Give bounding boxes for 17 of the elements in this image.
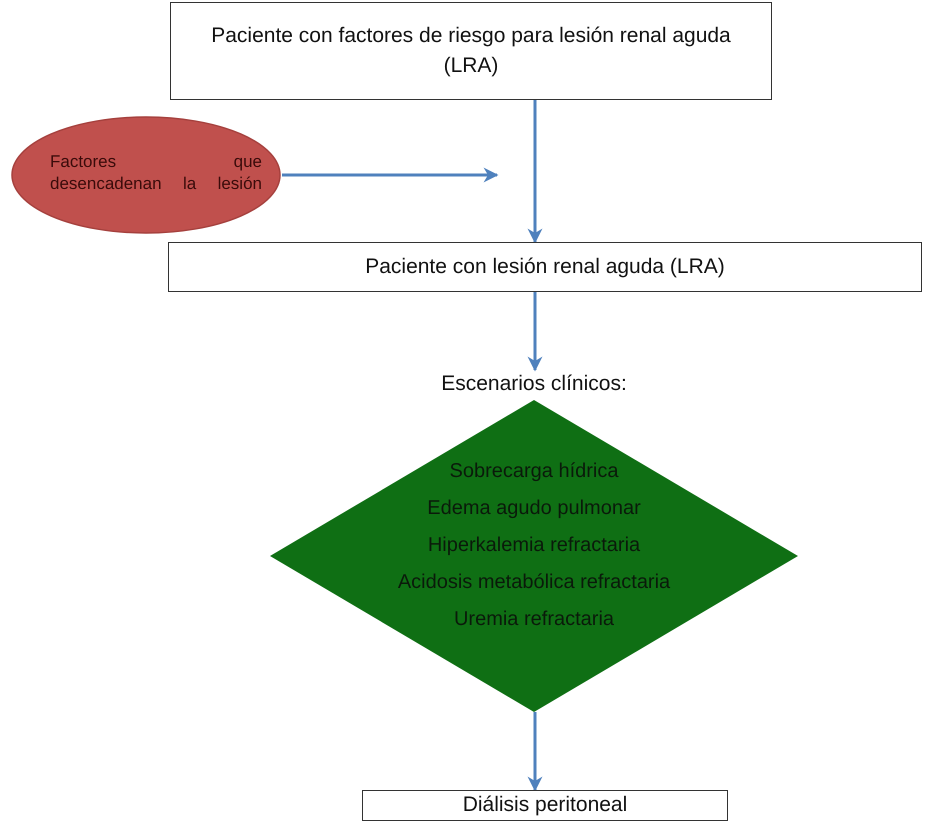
list-item: Uremia refractaria — [454, 608, 614, 630]
box-text: Paciente con factores de riesgo para lesión renal aguda (LRA) — [210, 22, 732, 79]
list-item: Acidosis metabólica refractaria — [398, 571, 670, 593]
box-text: Diálisis peritoneal — [462, 792, 628, 818]
diamond-heading: Escenarios clínicos: — [441, 372, 627, 395]
arrow — [528, 292, 542, 372]
process-box — [362, 790, 728, 821]
list-item: Hiperkalemia refractaria — [428, 534, 640, 556]
arrow — [528, 712, 542, 792]
arrow — [528, 100, 542, 244]
box-text: Paciente con lesión renal aguda (LRA) — [365, 254, 725, 280]
ellipse-text: Factores que desencadenan la lesión — [50, 151, 262, 196]
list-item: Sobrecarga hídrica — [450, 460, 618, 482]
arrow — [282, 168, 498, 182]
process-box — [168, 242, 922, 292]
process-box — [170, 2, 772, 100]
list-item: Edema agudo pulmonar — [427, 497, 641, 519]
